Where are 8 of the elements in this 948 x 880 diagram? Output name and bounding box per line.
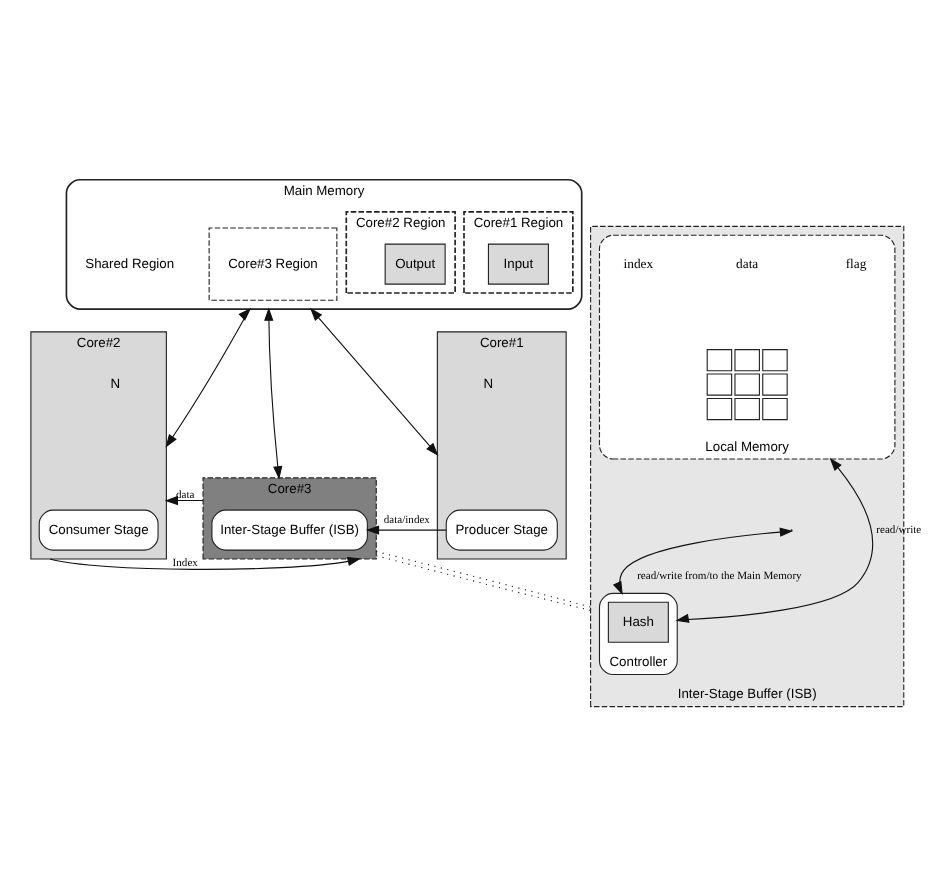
arrow [612,527,794,595]
arrow [309,307,439,456]
arrow [264,307,283,480]
arrow [164,495,204,506]
arrow [165,307,252,448]
arrow [365,525,447,535]
arrow [49,556,361,570]
arrow [675,457,874,623]
